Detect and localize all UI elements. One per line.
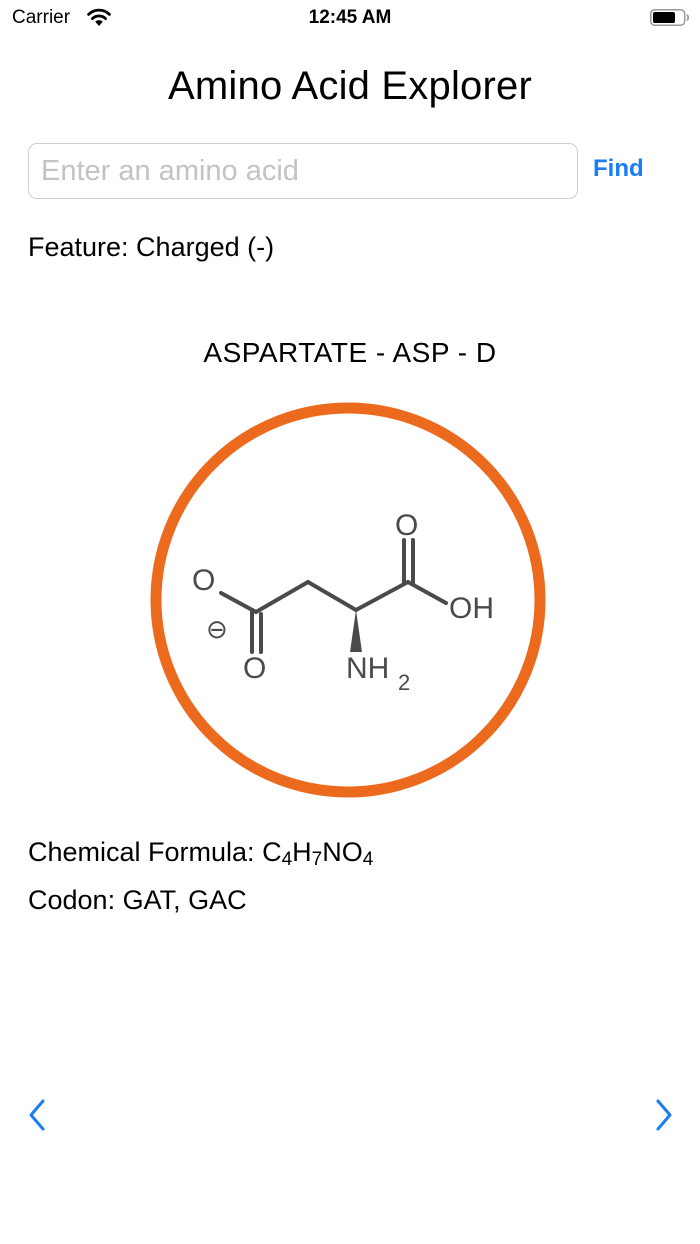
battery-icon — [650, 9, 690, 26]
label-o-bottom: O — [243, 652, 266, 685]
amino-acid-heading: ASPARTATE - ASP - D — [203, 337, 497, 368]
chemical-formula: Chemical Formula: C4H7NO4 — [28, 837, 373, 871]
formula-prefix: Chemical Formula: — [28, 837, 263, 867]
stereo-wedge — [350, 610, 362, 652]
status-time: 12:45 AM — [308, 7, 392, 28]
formula-element: NO — [322, 837, 363, 867]
molecule-structure-image: O OH O O ⊖ NH 2 — [150, 402, 546, 798]
status-bar: Carrier 12:45 AM — [0, 0, 700, 36]
chevron-left-icon[interactable] — [24, 1096, 54, 1134]
formula-subscript: 4 — [281, 849, 293, 870]
formula-subscript: 4 — [362, 849, 374, 870]
formula-element: H — [292, 837, 312, 867]
wifi-icon — [87, 8, 111, 26]
find-button[interactable]: Find — [593, 155, 644, 182]
label-nh-sub: 2 — [398, 670, 410, 695]
feature-ring — [150, 402, 546, 798]
label-oh: OH — [449, 592, 494, 625]
bond-lines — [219, 538, 448, 654]
carrier-label: Carrier — [12, 7, 71, 28]
formula-element: C — [262, 837, 282, 867]
label-o-top: O — [395, 509, 418, 542]
label-o-left: O — [192, 564, 215, 597]
negative-charge-icon: ⊖ — [206, 614, 228, 644]
amino-acid-search-input[interactable] — [28, 143, 578, 199]
feature-label: Feature: Charged (-) — [28, 232, 275, 262]
chevron-right-icon[interactable] — [647, 1096, 677, 1134]
codon-label: Codon: GAT, GAC — [28, 885, 247, 915]
formula-subscript: 7 — [311, 849, 323, 870]
app-title: Amino Acid Explorer — [168, 64, 532, 108]
label-nh: NH — [346, 652, 389, 685]
